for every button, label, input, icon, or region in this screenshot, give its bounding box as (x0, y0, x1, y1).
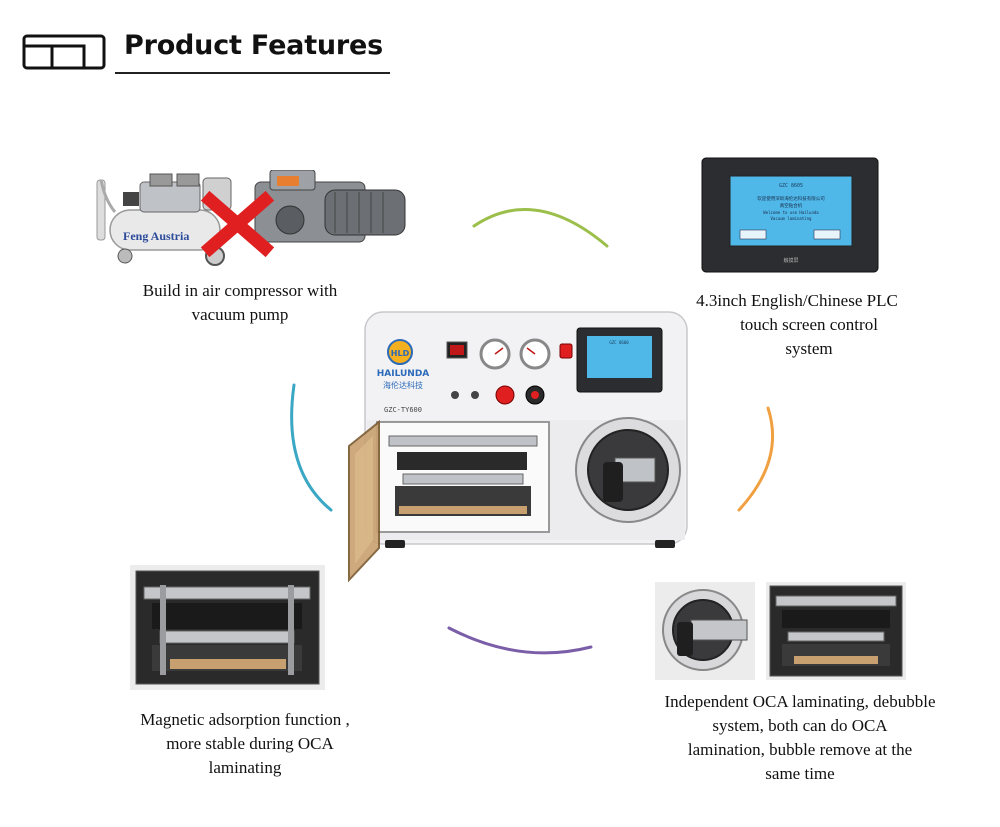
caption-line: lamination, bubble remove at the (687, 740, 913, 759)
caption-line: Magnetic adsorption function , (140, 710, 350, 729)
arc-teal (290, 383, 333, 512)
machine-brand: HAILUNDA (377, 369, 430, 379)
caption-line: Build in air compressor with (142, 281, 338, 300)
caption-line: system, both can do OCA (712, 716, 888, 735)
screen-button-right (813, 229, 841, 240)
red-cross-icon (200, 190, 275, 258)
title-underline (115, 72, 390, 74)
arc-green (472, 208, 609, 248)
caption-compressor: Build in air compressor with vacuum pump (110, 279, 370, 327)
caption-line: Independent OCA laminating, debubble (664, 692, 936, 711)
machine-model: GZC-TY600 (384, 406, 422, 414)
caption-screen: 4.3inch English/Chinese PLC touch screen… (662, 289, 932, 361)
magnetic-chamber-photo (130, 565, 325, 690)
caption-oca: Independent OCA laminating, debubble sys… (625, 690, 975, 786)
machine-screen-text: GZC 8600 (609, 340, 629, 345)
caption-line: laminating (208, 758, 282, 777)
machine-brand-cn: 海伦达科技 (383, 380, 423, 390)
machine-logo: HLD (391, 349, 410, 358)
screen-en-line-2: Vacuum laminating (771, 216, 813, 221)
laminating-machine-photo: HLD HAILUNDA 海伦达科技 GZC-TY600 GZC 8600 (348, 311, 688, 583)
compressor-photo: Feng Austria (96, 170, 406, 266)
page-title: Product Features (124, 30, 384, 61)
caption-line: 4.3inch English/Chinese PLC (696, 291, 898, 310)
panel-label: 触摸屏 (783, 257, 798, 264)
screen-button-left (739, 229, 767, 240)
debubble-door-photo (655, 582, 755, 680)
arc-purple (447, 626, 593, 655)
screen-title: GZC 8605 (779, 183, 803, 189)
window-frame-icon (22, 34, 106, 70)
caption-line: system (785, 339, 833, 358)
compressor-brand: Feng Austria (123, 229, 189, 243)
screen-cn-line: 欢迎使用深圳海伦达科技有限公司 (757, 195, 825, 202)
screen-cn-line-2: 真空贴合机 (780, 202, 803, 209)
caption-line: touch screen control (740, 315, 878, 334)
caption-line: same time (765, 764, 835, 783)
touch-screen-photo: GZC 8605 欢迎使用深圳海伦达科技有限公司 真空贴合机 Welcome t… (701, 157, 879, 273)
caption-line: vacuum pump (191, 305, 289, 324)
laminating-chamber-photo (766, 582, 906, 680)
caption-line: more stable during OCA (166, 734, 334, 753)
screen-en-line: Welcome to use Hailunda (763, 210, 819, 215)
arc-orange (737, 406, 775, 512)
caption-magnetic: Magnetic adsorption function , more stab… (100, 708, 390, 780)
